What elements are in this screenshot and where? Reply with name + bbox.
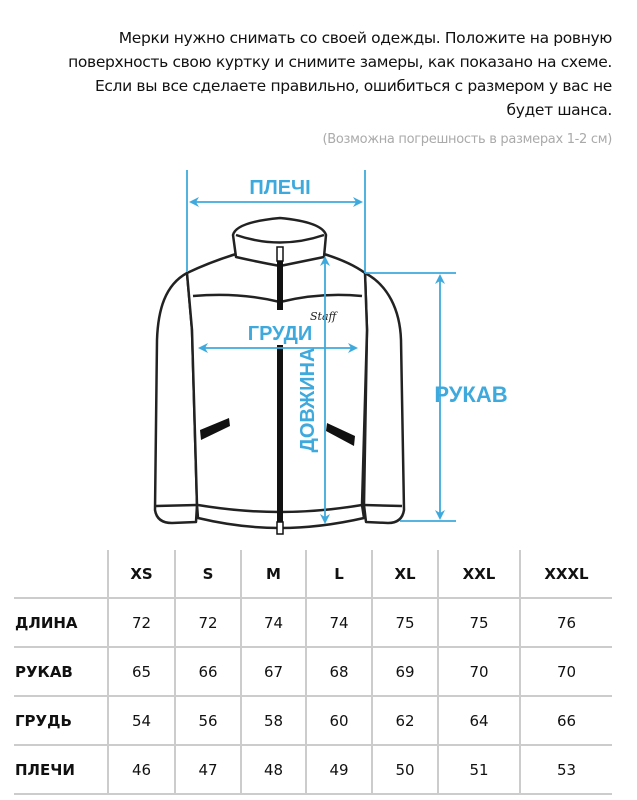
cell: 65 [107, 646, 175, 696]
size-header: L [305, 550, 372, 598]
cell: 49 [305, 744, 372, 795]
cell: 74 [240, 597, 306, 647]
cell: 75 [371, 597, 438, 647]
size-header: XXXL [519, 550, 612, 598]
pockets [200, 418, 355, 446]
cell: 74 [305, 597, 372, 647]
cell: 72 [107, 597, 175, 647]
cell: 70 [437, 646, 520, 696]
label-length: ДОВЖИНА [297, 348, 319, 453]
size-header: S [174, 550, 241, 598]
cell: 68 [305, 646, 372, 696]
table-row: ГРУДЬ 54 56 58 60 62 64 66 [14, 695, 612, 745]
cell: 53 [519, 744, 612, 795]
table-row: ДЛИНА 72 72 74 74 75 75 76 [14, 597, 612, 647]
cell: 46 [107, 744, 175, 795]
cell: 50 [371, 744, 438, 795]
cell: 62 [371, 695, 438, 745]
cell: 66 [519, 695, 612, 745]
cell: 64 [437, 695, 520, 745]
label-chest: ГРУДИ [248, 323, 312, 345]
size-header: XS [107, 550, 175, 598]
size-header: XL [371, 550, 438, 598]
size-header: XXL [437, 550, 520, 598]
row-label: ГРУДЬ [14, 695, 108, 745]
measurement-arrows [186, 170, 456, 524]
cell: 75 [437, 597, 520, 647]
cell: 48 [240, 744, 306, 795]
instructions-line: Мерки нужно снимать со своей одежды. Пол… [118, 29, 613, 47]
row-label: ПЛЕЧИ [14, 744, 108, 795]
cell: 72 [174, 597, 241, 647]
instructions-text: Мерки нужно снимать со своей одежды. Пол… [52, 26, 612, 122]
instructions-line: Если вы все сделаете правильно, ошибитьс… [94, 77, 612, 95]
zipper [276, 246, 284, 535]
label-shoulders: ПЛЕЧІ [249, 177, 310, 199]
cell: 58 [240, 695, 306, 745]
cell: 47 [174, 744, 241, 795]
tolerance-note: (Возможна погрешность в размерах 1-2 см) [322, 132, 613, 147]
cell: 60 [305, 695, 372, 745]
corner-cell [14, 550, 108, 598]
table-header-row: XS S M L XL XXL XXXL [14, 550, 612, 598]
label-sleeve: РУКАВ [434, 382, 507, 407]
table-row: РУКАВ 65 66 67 68 69 70 70 [14, 646, 612, 696]
instructions-line: поверхность свою куртку и снимите замеры… [68, 53, 612, 71]
cell: 54 [107, 695, 175, 745]
size-table: XS S M L XL XXL XXXL ДЛИНА 72 72 74 74 7… [14, 550, 612, 795]
instructions-line: будет шанса. [506, 101, 612, 119]
cell: 56 [174, 695, 241, 745]
cell: 66 [174, 646, 241, 696]
cell: 70 [519, 646, 612, 696]
jacket-diagram: Staff ПЛЕЧІ ГРУДИ ДОВЖИНА РУКАВ [153, 170, 508, 535]
cell: 51 [437, 744, 520, 795]
row-label: ДЛИНА [14, 597, 108, 647]
cell: 67 [240, 646, 306, 696]
table-row: ПЛЕЧИ 46 47 48 49 50 51 53 [14, 744, 612, 795]
size-header: M [240, 550, 306, 598]
cell: 76 [519, 597, 612, 647]
row-label: РУКАВ [14, 646, 108, 696]
cell: 69 [371, 646, 438, 696]
